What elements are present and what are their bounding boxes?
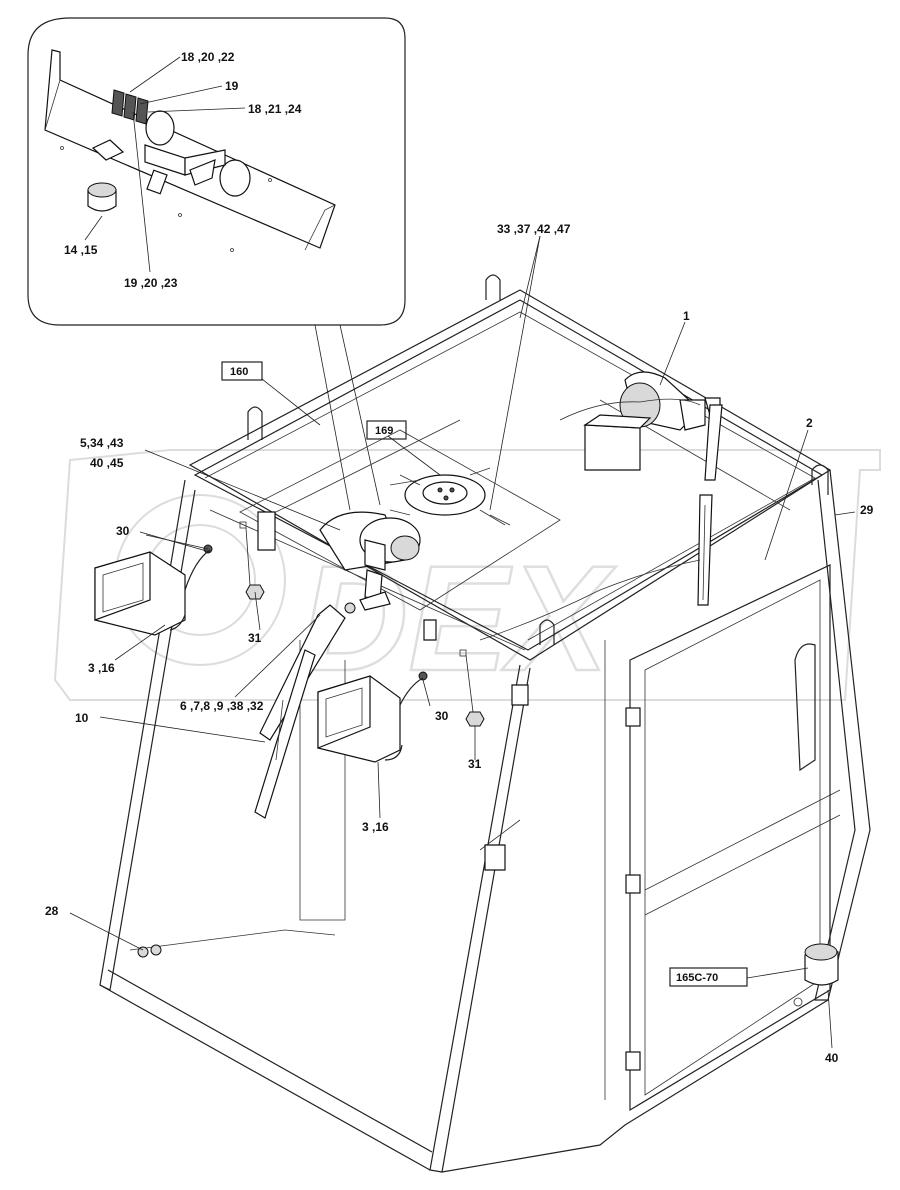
wiper-arm-roof	[697, 404, 723, 606]
label-19-20-23: 19 ,20 ,23	[124, 276, 178, 290]
fan-part	[389, 467, 506, 526]
label-box-165c	[669, 967, 748, 987]
wiper-motor-front	[319, 511, 421, 601]
inset-detail	[27, 17, 406, 511]
label-28: 28	[45, 904, 59, 918]
label-29: 29	[860, 503, 874, 517]
label-1: 1	[683, 309, 690, 323]
work-lamp-left	[94, 549, 211, 636]
label-31-center: 31	[468, 757, 482, 771]
label-40-45: 40 ,45	[90, 456, 124, 470]
leader-lines	[69, 235, 856, 1049]
label-6-7-8-9-38-32: 6 ,7,8 ,9 ,38 ,32	[180, 699, 264, 713]
label-3-16-left: 3 ,16	[88, 661, 115, 675]
dome-lamp	[804, 943, 839, 986]
label-160: 160	[230, 366, 248, 378]
cab-frame	[99, 274, 871, 1173]
label-5-34-43: 5,34 ,43	[80, 436, 124, 450]
wiper-motor-roof	[619, 371, 721, 431]
label-box-169	[366, 420, 407, 440]
label-19: 19	[225, 79, 239, 93]
knob-part	[87, 182, 117, 212]
label-169: 169	[375, 425, 393, 437]
work-lamp-center	[317, 675, 424, 763]
label-40: 40	[825, 1051, 839, 1065]
label-18-21-24: 18 ,21 ,24	[248, 102, 302, 116]
label-3-16-center: 3 ,16	[362, 820, 389, 834]
label-2: 2	[806, 416, 813, 430]
roof-components	[203, 371, 723, 819]
label-18-20-22: 18 ,20 ,22	[181, 50, 235, 64]
label-33-37-42-47: 33 ,37 ,42 ,47	[497, 222, 571, 236]
label-box-160	[221, 361, 263, 381]
label-31-left: 31	[248, 631, 262, 645]
wiper-arm-front	[254, 591, 391, 819]
label-30-left: 30	[116, 524, 130, 538]
label-10: 10	[75, 711, 89, 725]
callout-labels: 18 ,20 ,22 19 18 ,21 ,24 14 ,15 19 ,20 ,…	[45, 50, 874, 1065]
label-165c-70: 165C-70	[676, 972, 718, 984]
label-14-15: 14 ,15	[64, 243, 98, 257]
label-30-center: 30	[435, 709, 449, 723]
